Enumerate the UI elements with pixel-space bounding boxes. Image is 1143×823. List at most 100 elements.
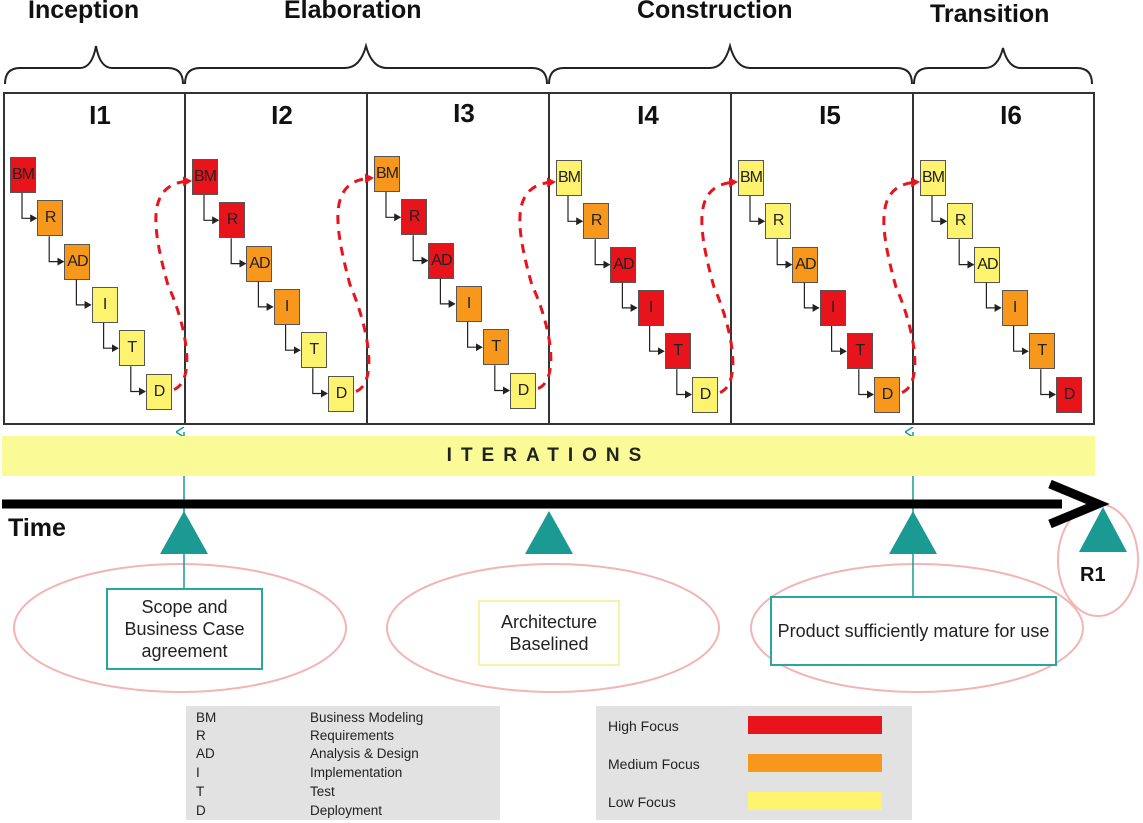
iteration-transition-arrow: [518, 177, 556, 390]
cascade-connector: [621, 282, 638, 312]
cascade-connector: [103, 322, 119, 353]
discipline-box-bm: BM: [556, 160, 582, 196]
discipline-box-d: D: [146, 373, 172, 410]
discipline-box-t: T: [664, 333, 691, 370]
discipline-box-d: D: [328, 375, 354, 412]
legend-abbr: I: [196, 765, 200, 780]
legend-abbr: D: [196, 803, 206, 818]
discipline-box-d: D: [1056, 376, 1082, 413]
iteration-title-6: I6: [1000, 100, 1022, 130]
phase-label-elaboration: Elaboration: [284, 0, 422, 24]
legend-abbr: BM: [196, 710, 217, 725]
legend-name: Deployment: [310, 803, 383, 818]
iteration-title-3: I3: [453, 98, 475, 128]
discipline-box-r: R: [219, 202, 246, 239]
discipline-box-bm: BM: [738, 160, 764, 196]
brace-construction: [548, 42, 913, 85]
legend-focus-label-medium: Medium Focus: [608, 756, 700, 772]
discipline-box-bm: BM: [192, 159, 218, 195]
discipline-box-ad: AD: [64, 243, 91, 280]
cascade-connectors: [21, 192, 1056, 399]
cascade-connector: [594, 239, 611, 269]
milestone-ellipse-2: [386, 563, 720, 693]
cascade-connector: [21, 193, 38, 223]
discipline-box-r: R: [401, 199, 428, 236]
release-label: R1: [1080, 564, 1106, 586]
cascade-connector: [130, 366, 146, 396]
legend-disciplines: BM Business Modeling R Requirements AD A…: [186, 706, 500, 820]
milestone-text-1: Scope and Business Case agreement: [124, 597, 245, 661]
cascade-connector: [494, 365, 510, 395]
legend-name: Analysis & Design: [310, 746, 419, 761]
cascade-connector: [749, 196, 766, 226]
cascade-connector: [1040, 369, 1056, 399]
legend-abbr: R: [196, 728, 206, 743]
iteration-box-6: [912, 92, 1095, 425]
legend-name: Test: [310, 784, 335, 799]
milestone-triangles: [160, 507, 1127, 554]
brace-inception: [4, 45, 184, 85]
cascade-connector: [831, 325, 847, 356]
cascade-connector: [803, 282, 820, 312]
brace-transition: [913, 47, 1093, 85]
iterations-band-label: ITERATIONS: [446, 445, 651, 466]
cascade-connector: [958, 239, 975, 269]
brace-elaboration: [184, 42, 548, 85]
discipline-box-t: T: [300, 332, 327, 369]
discipline-box-t: T: [846, 333, 873, 370]
cascade-connector: [412, 235, 429, 265]
iteration-title-5: I5: [819, 100, 841, 130]
legend-abbr: T: [196, 784, 205, 799]
discipline-box-ad: AD: [974, 246, 1001, 283]
milestone-ellipse-1: [13, 563, 347, 693]
legend-swatch-high: [748, 716, 882, 734]
cascade-connector: [203, 195, 220, 225]
milestone-ellipse-3: [750, 563, 1084, 693]
cascade-connector: [439, 278, 456, 308]
cascade-connector: [567, 196, 584, 226]
cascade-connector: [385, 192, 402, 222]
discipline-box-bm: BM: [10, 157, 36, 193]
cascade-connector: [230, 238, 247, 268]
cascade-connector: [1013, 325, 1029, 356]
cascade-connector: [467, 321, 483, 352]
release-triangle: [1079, 507, 1127, 552]
discipline-box-d: D: [510, 372, 536, 409]
legend-focus-label-low: Low Focus: [608, 794, 676, 810]
discipline-box-d: D: [874, 376, 900, 413]
discipline-box-i: I: [455, 285, 482, 322]
iterations-band: ITERATIONS: [2, 436, 1095, 476]
discipline-box-i: I: [819, 289, 846, 326]
phase-label-inception: Inception: [28, 0, 140, 24]
discipline-box-i: I: [1001, 289, 1028, 326]
time-arrow: [2, 479, 1110, 529]
legend-focus-label-high: High Focus: [608, 718, 679, 734]
iteration-transition-arrow: [336, 173, 374, 393]
iteration-title-2: I2: [271, 100, 293, 130]
phase-braces: [4, 42, 1093, 85]
discipline-box-r: R: [947, 203, 974, 240]
discipline-box-ad: AD: [610, 246, 637, 283]
cascade-connector: [858, 369, 874, 399]
iteration-box-1: [3, 92, 186, 425]
discipline-box-r: R: [765, 203, 792, 240]
discipline-box-r: R: [583, 203, 610, 240]
cascade-connector: [931, 196, 948, 226]
discipline-box-ad: AD: [428, 242, 455, 279]
legend-swatch-low: [748, 792, 882, 810]
phase-label-transition: Transition: [930, 0, 1050, 28]
milestone-box-3: Product sufficiently mature for use: [770, 596, 1057, 666]
iteration-box-5: [730, 92, 914, 425]
discipline-box-i: I: [91, 286, 118, 323]
cascade-connector: [312, 368, 328, 398]
legend-name: Implementation: [310, 765, 403, 780]
iteration-transition-arrow: [700, 177, 738, 394]
discipline-box-d: D: [692, 376, 718, 413]
cascade-connector: [48, 236, 65, 266]
milestone-box-1: Scope and Business Case agreement: [106, 588, 263, 670]
legend-focus: High Focus Medium Focus Low Focus: [596, 706, 912, 820]
cascade-connector: [776, 239, 793, 269]
iteration-box-3: [366, 92, 550, 425]
discipline-box-t: T: [1028, 333, 1055, 370]
legend-swatch-medium: [748, 754, 882, 772]
